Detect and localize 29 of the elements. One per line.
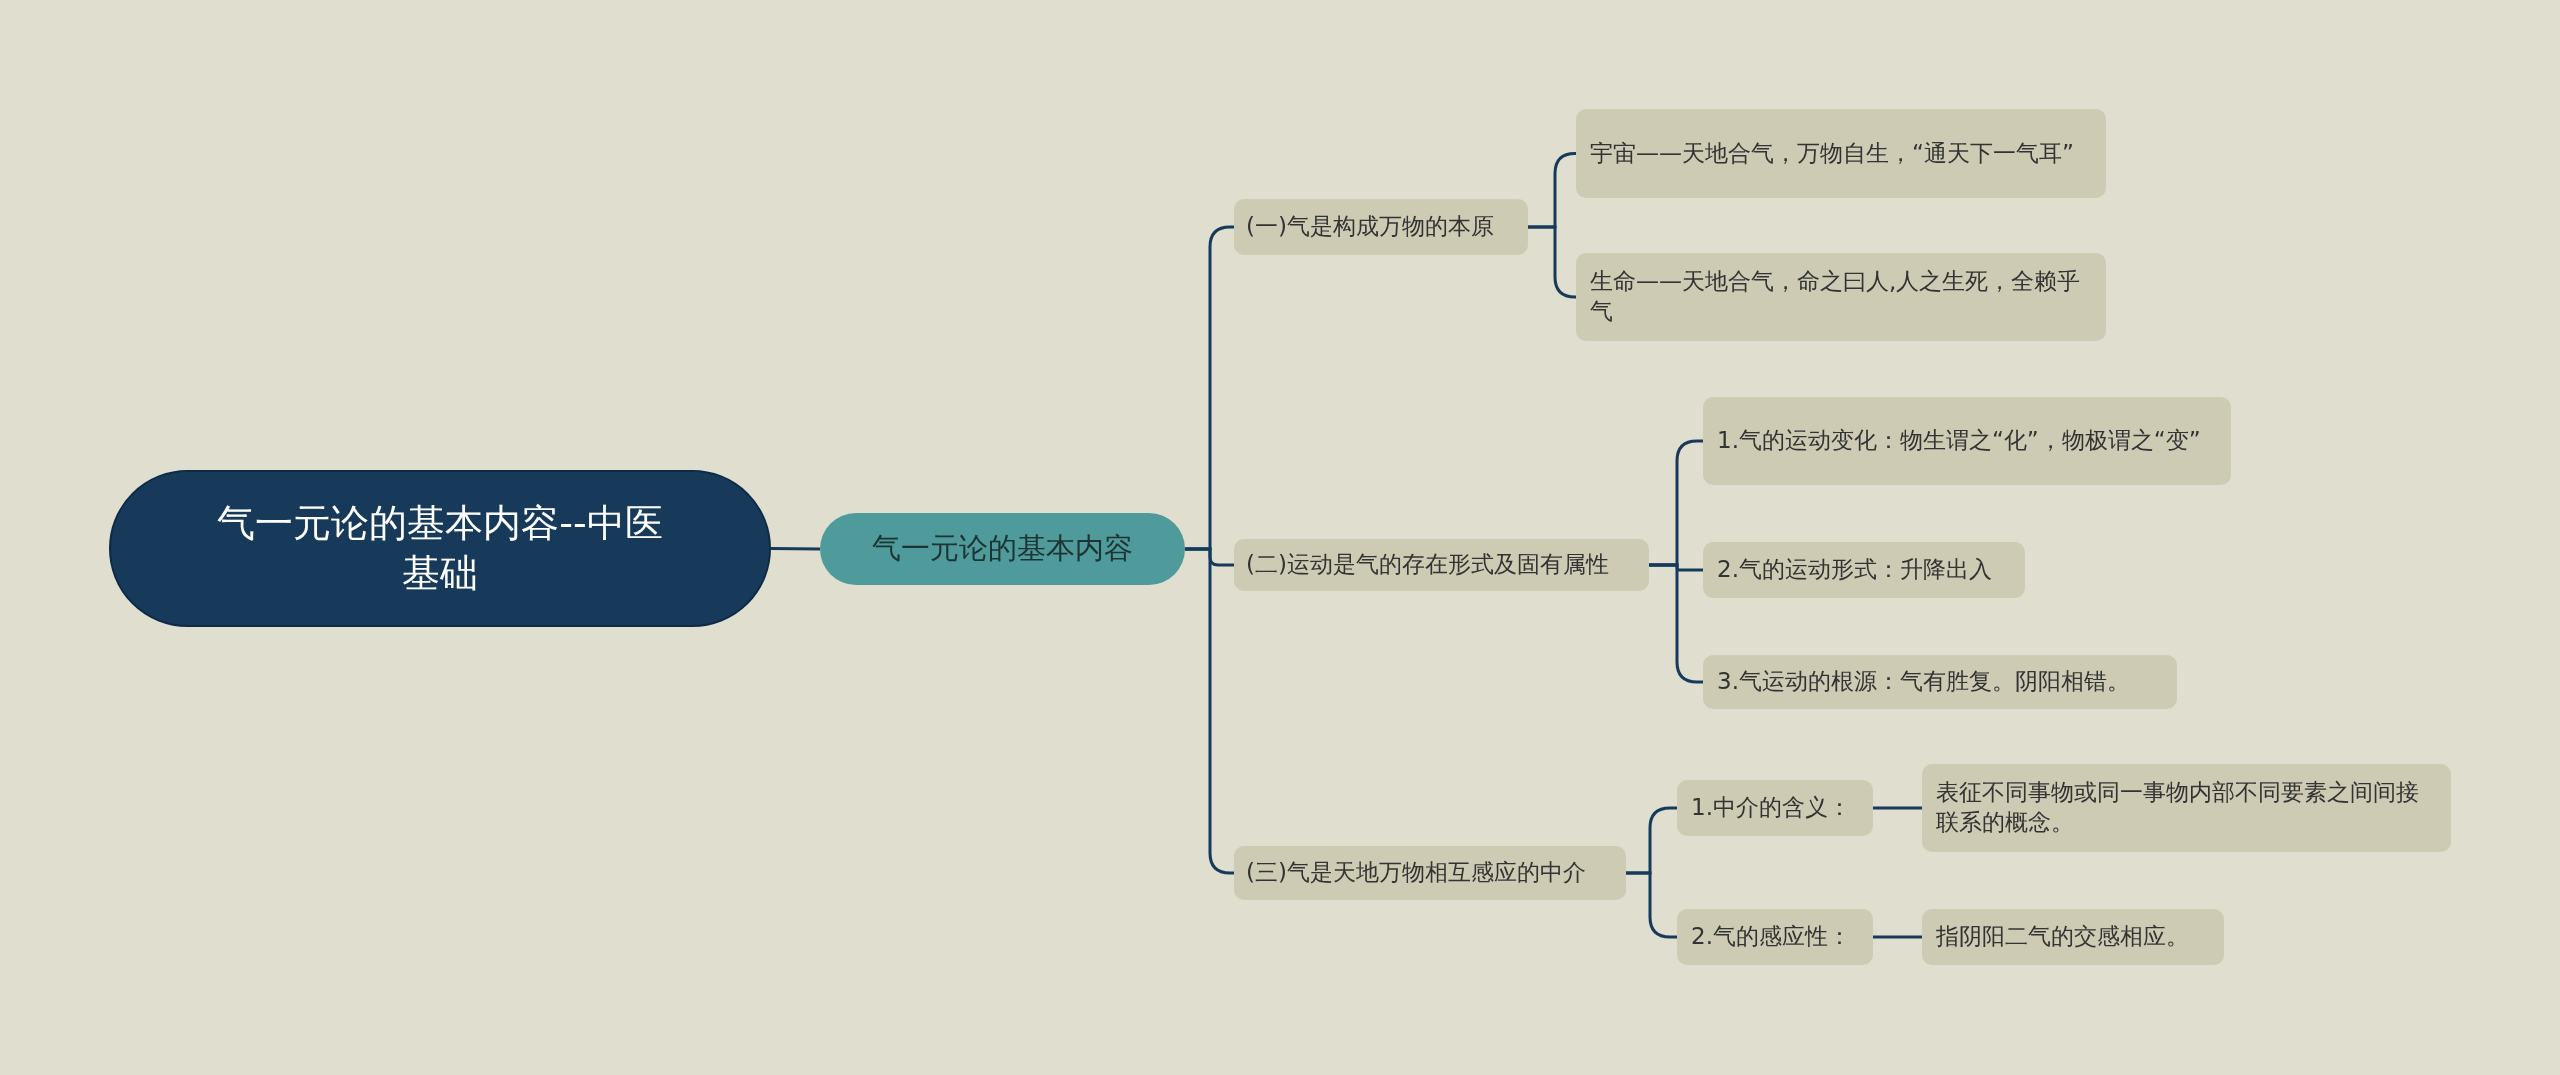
subtopic-box	[1234, 199, 1528, 255]
topic-text: 2.气的感应性：	[1691, 922, 1851, 952]
topic-text: (一)气是构成万物的本原	[1246, 212, 1494, 242]
subtopic-box	[1234, 846, 1626, 900]
topic-text: 宇宙——天地合气，万物自生，“通天下一气耳”	[1590, 138, 2074, 168]
subtopic-box	[1234, 539, 1649, 591]
topic-box	[1703, 542, 2025, 598]
topic-text: 气一元论的基本内容--中医基础	[216, 500, 664, 597]
topic-text: (三)气是天地万物相互感应的中介	[1246, 858, 1586, 888]
topic-box	[1703, 397, 2231, 485]
topic-box	[1677, 909, 1873, 965]
topic-text: 1.中介的含义：	[1691, 793, 1851, 823]
topic-box	[1922, 909, 2224, 965]
topic-box	[1922, 764, 2451, 852]
connector-line	[771, 547, 820, 551]
topic-box	[1576, 253, 2106, 341]
topic-text: 指阴阳二气的交感相应。	[1936, 922, 2189, 952]
connector-line	[1873, 935, 1922, 939]
topic-text: 气一元论的基本内容	[872, 530, 1133, 568]
topic-text: 表征不同事物或同一事物内部不同要素之间间接联系的概念。	[1936, 778, 2420, 837]
topic-text: (二)运动是气的存在形式及固有属性	[1246, 550, 1609, 580]
topic-text: 2.气的运动形式：升降出入	[1717, 555, 1992, 585]
topic-box	[1703, 655, 2177, 709]
topic-text: 生命——天地合气，命之曰人,人之生死，全赖乎气	[1590, 267, 2082, 326]
topic-box	[1576, 109, 2106, 198]
topic-box	[1677, 780, 1873, 836]
topic-text: 3.气运动的根源：气有胜复。阴阳相错。	[1717, 667, 2130, 697]
connector-line	[1873, 806, 1922, 810]
topic-text: 1.气的运动变化：物生谓之“化”，物极谓之“变”	[1717, 426, 2201, 456]
